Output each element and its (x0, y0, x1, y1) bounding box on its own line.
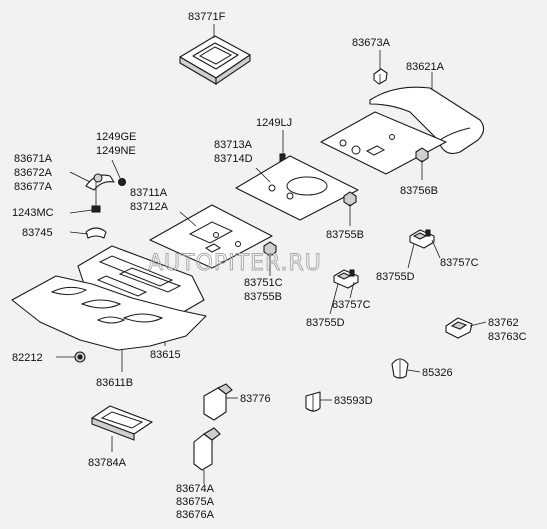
part-83757C-clip-mid (333, 269, 359, 289)
part-82212-grommet (74, 351, 86, 363)
label-83677A: 83677A (14, 181, 53, 193)
label-83673A: 83673A (352, 37, 391, 49)
label-83755D-mid: 83755D (306, 317, 345, 329)
label-83757C-top: 83757C (440, 257, 479, 269)
part-83593D-clip (305, 391, 321, 412)
label-83757C-mid: 83757C (332, 299, 371, 311)
label-83615: 83615 (150, 349, 181, 361)
part-labels: 83771F 83673A 83621A 1249LJ 83713A 83714… (12, 11, 527, 521)
part-83671A-hanger (85, 173, 126, 239)
label-82212: 82212 (12, 352, 43, 364)
label-83593D: 83593D (334, 395, 373, 407)
label-83711A: 83711A (130, 187, 168, 199)
part-83611B-headliner (11, 275, 207, 351)
label-83751C: 83751C (244, 277, 283, 289)
watermark: AUTOPITER.RU (148, 251, 322, 276)
label-83671A: 83671A (14, 153, 53, 165)
label-1249NE: 1249NE (96, 145, 136, 157)
part-83784A-lamp (91, 405, 153, 441)
part-83673A-clip (373, 68, 388, 85)
label-83784A: 83784A (88, 457, 127, 469)
part-83756B-headliner (320, 111, 447, 175)
label-83763C: 83763C (488, 331, 527, 343)
part-83713A-panel (235, 155, 359, 221)
part-83621A-panel (369, 86, 485, 155)
label-83755B-mid: 83755B (244, 291, 282, 303)
label-83755D-top: 83755D (376, 271, 415, 283)
part-83762-clip (445, 317, 473, 339)
label-83621A: 83621A (406, 61, 445, 73)
label-83762: 83762 (488, 317, 519, 329)
label-83713A: 83713A (214, 139, 253, 151)
label-83745: 83745 (22, 227, 53, 239)
part-85326-clip (391, 358, 409, 379)
part-83757C-clip-top (409, 229, 435, 249)
label-83672A: 83672A (14, 167, 53, 179)
label-83712A: 83712A (130, 201, 169, 213)
part-83751C-clip (263, 241, 277, 257)
label-83771F: 83771F (188, 11, 226, 23)
label-1249GE: 1249GE (96, 131, 136, 143)
label-83674A: 83674A (176, 483, 215, 495)
label-85326: 85326 (422, 367, 453, 379)
label-83755B-top: 83755B (326, 229, 364, 241)
label-83714D: 83714D (214, 153, 253, 165)
part-83711A-panel (149, 204, 273, 269)
part-83771F-lamp (179, 35, 251, 86)
part-83674A-bracket (193, 427, 221, 471)
part-83776-bracket (203, 383, 233, 421)
label-83611B: 83611B (96, 377, 133, 389)
part-83755B-clip-top (343, 191, 357, 207)
label-83676A: 83676A (176, 509, 215, 521)
part-83756B-clip (415, 147, 429, 163)
label-83756B: 83756B (400, 185, 438, 197)
label-1249LJ: 1249LJ (256, 117, 292, 129)
label-83776: 83776 (240, 393, 271, 405)
label-1243MC: 1243MC (12, 207, 54, 219)
label-83675A: 83675A (176, 496, 215, 508)
